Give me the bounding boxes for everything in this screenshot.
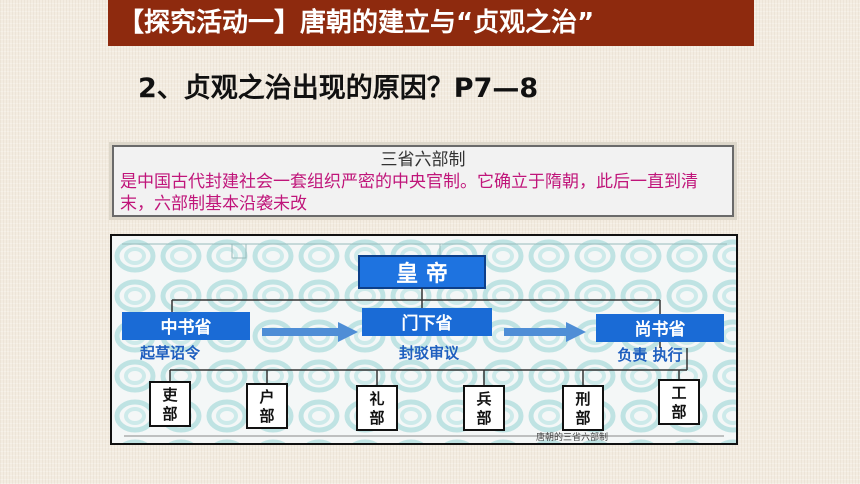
province-label: 中书省	[161, 317, 212, 338]
org-chart-svg: 皇 帝 中书省 门下省 尚书省 起草诏令 封驳审议 负责 执行 吏部户部礼部兵部…	[112, 236, 736, 443]
ministry-label: 吏	[162, 386, 178, 404]
ministry-label: 户	[259, 388, 274, 406]
ministry-box	[356, 385, 398, 431]
diagram-caption: 唐朝的三省六部制	[536, 431, 608, 443]
province-duty: 起草诏令	[139, 344, 201, 362]
province-box-shangshu	[596, 314, 724, 342]
province-box-menxia	[362, 308, 492, 336]
ministry-label: 礼	[369, 390, 384, 408]
province-duty: 负责 执行	[617, 346, 682, 364]
ministry-label: 兵	[476, 390, 491, 408]
definition-body: 是中国古代封建社会一套组织严密的中央官制。它确立于隋朝，此后一直到清末，六部制基…	[120, 172, 698, 214]
ministry-box	[562, 385, 604, 431]
question-heading: 2、贞观之治出现的原因？P7—8	[138, 73, 539, 104]
ministry-label: 部	[259, 407, 274, 425]
ministry-label: 部	[369, 409, 384, 427]
flow-arrow	[262, 322, 358, 342]
org-chart-diagram: 皇 帝 中书省 门下省 尚书省 起草诏令 封驳审议 负责 执行 吏部户部礼部兵部…	[110, 234, 738, 445]
ministry-label: 部	[162, 405, 177, 423]
province-box-zhongshu	[122, 312, 250, 340]
ministry-label: 工	[671, 384, 686, 402]
emperor-label: 皇 帝	[396, 261, 448, 287]
page-title-banner: 【探究活动一】唐朝的建立与“贞观之治”	[108, 0, 754, 46]
province-label: 尚书省	[635, 319, 686, 340]
frame-corner	[231, 243, 247, 259]
flow-arrow	[504, 322, 586, 342]
ministry-box	[658, 379, 700, 425]
ministry-box	[463, 385, 505, 431]
province-duty: 封驳审议	[399, 344, 460, 362]
ministry-label: 部	[671, 403, 686, 421]
definition-title: 三省六部制	[380, 150, 466, 170]
province-label: 门下省	[402, 313, 453, 334]
ministry-box	[246, 383, 288, 429]
emperor-box	[358, 255, 486, 289]
ministry-label: 部	[476, 409, 491, 427]
definition-box: 三省六部制 是中国古代封建社会一套组织严密的中央官制。它确立于隋朝，此后一直到清…	[112, 145, 734, 217]
ministry-label: 部	[575, 409, 590, 427]
ministry-label: 刑	[575, 390, 590, 408]
ministry-box	[149, 381, 191, 427]
